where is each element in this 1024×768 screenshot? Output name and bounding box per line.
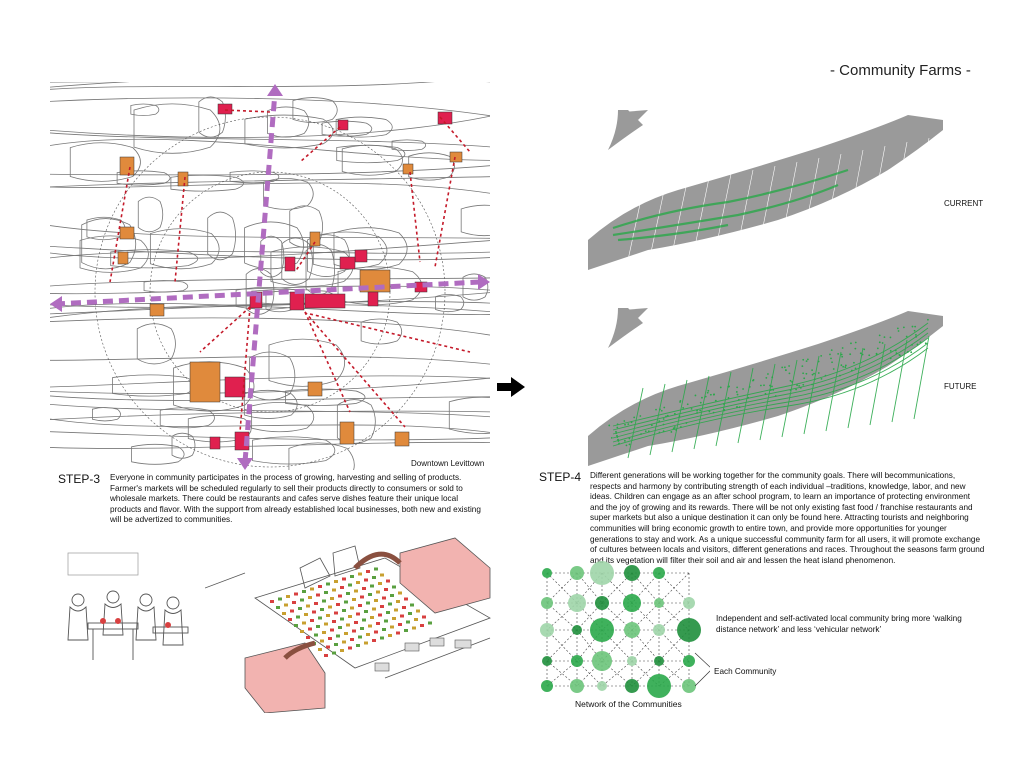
current-label: CURRENT [944, 199, 984, 208]
right-arrow-icon [497, 377, 525, 397]
step3-label: STEP-3 [58, 472, 101, 486]
step4-label: STEP-4 [539, 470, 582, 484]
future-map [588, 308, 943, 468]
step4-text: Different generations will be working to… [590, 471, 985, 565]
levittown-map [50, 82, 490, 470]
step3-text: Everyone in community participates in th… [110, 473, 481, 525]
farm-aerial-sketch [205, 537, 491, 713]
each-community-label: Each Community [714, 667, 777, 676]
cafe-sketch [67, 552, 189, 660]
page-title: - Community Farms - [830, 62, 971, 79]
network-description: Independent and self-activated local com… [716, 614, 962, 634]
map-caption: Downtown Levittown [411, 459, 485, 468]
network-diagram [540, 561, 710, 698]
network-caption: Network of the Communities [575, 699, 682, 709]
future-label: FUTURE [944, 382, 977, 391]
current-map [588, 110, 943, 272]
